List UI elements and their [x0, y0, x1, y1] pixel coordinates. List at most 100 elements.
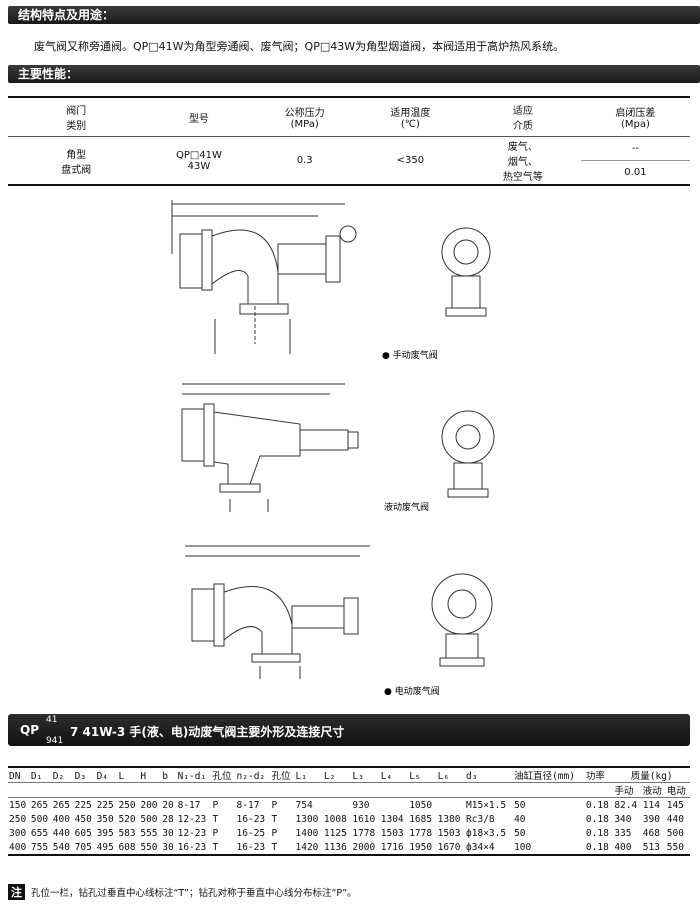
caption-electric: ● 电动废气阀: [384, 685, 440, 697]
table-cell: 583: [118, 827, 136, 839]
table-cell: 450: [74, 813, 92, 825]
table-cell: 0.18: [585, 827, 609, 839]
table-cell: 555: [140, 827, 158, 839]
table-cell: 500: [140, 813, 158, 825]
table-cell: 608: [118, 841, 136, 853]
dims-col-header: n₂-d₂: [235, 767, 271, 783]
manual-valve-side-view: [171, 200, 357, 354]
table-cell: 1050: [409, 799, 433, 811]
table-cell: 2000: [352, 841, 376, 853]
table-cell: 0.18: [585, 813, 609, 825]
caption-manual: ● 手动废气阀: [382, 349, 438, 361]
section-header-features: 结构特点及用途：: [8, 6, 700, 24]
table-cell: 605: [74, 827, 92, 839]
table-cell: P: [271, 799, 278, 811]
table-cell: 350: [96, 813, 114, 825]
table-cell: 440: [52, 827, 70, 839]
cell-temperature: <350: [396, 155, 425, 166]
table-cell: 1400: [295, 827, 319, 839]
table-cell: 1778: [352, 827, 376, 839]
intro-text: 废气阀又称旁通阀。QP□41W为角型旁通阀、废气阀；QP□43W为角型烟道阀，本…: [34, 40, 565, 53]
table-cell: 114: [642, 799, 660, 811]
dims-col-header: 质量(kg): [613, 767, 690, 783]
dims-col-header: H: [139, 767, 162, 783]
electric-valve-end-view: [431, 573, 493, 667]
table-cell: ф18×3.5: [466, 827, 507, 839]
dims-col-header: N₁-d₁: [176, 767, 212, 783]
table-cell: Rc3/8: [466, 813, 495, 825]
table-cell: 150: [9, 799, 27, 811]
table-cell: 16-23: [236, 813, 266, 825]
dims-col-header: b: [161, 767, 177, 783]
dims-col-header: D₄: [95, 767, 118, 783]
table-cell: 550: [140, 841, 158, 853]
table-cell: [380, 798, 408, 813]
note-text: 孔位一栏，钻孔过垂直中心线标注“T”；钻孔对称于垂直中心线分布标注“P”。: [31, 888, 357, 899]
dims-col-header: L₃: [351, 767, 380, 783]
table-cell: 1420: [295, 841, 319, 853]
col-header: 适应 介质: [464, 97, 581, 137]
dims-col-header: 孔位: [211, 767, 236, 783]
table-cell: 400: [9, 841, 27, 853]
table-cell: 1503: [437, 827, 461, 839]
cell-pressure: 0.3: [296, 155, 313, 166]
dims-col-header: L: [117, 767, 140, 783]
table-cell: P: [271, 827, 278, 839]
dims-col-header: L₁: [294, 767, 323, 783]
hydraulic-valve-end-view: [441, 410, 495, 498]
table-cell: 755: [30, 841, 49, 853]
table-cell: 705: [74, 841, 92, 853]
table-cell: T: [212, 841, 219, 853]
table-cell: 250: [9, 813, 27, 825]
table-cell: 16-25: [236, 827, 266, 839]
dims-col-header: D₃: [73, 767, 96, 783]
col-header: 适用温度 (℃): [355, 97, 465, 137]
table-cell: 930: [352, 799, 370, 811]
table-cell: 20: [162, 799, 174, 811]
table-cell: 1125: [323, 827, 347, 839]
table-cell: 1610: [352, 813, 376, 825]
table-cell: 754: [295, 799, 313, 811]
table-cell: 440: [666, 813, 684, 825]
table-cell: 16-23: [236, 841, 266, 853]
table-cell: 50: [514, 827, 526, 839]
table-cell: 400: [614, 841, 632, 853]
table-cell: 1503: [380, 827, 404, 839]
table-cell: 400: [52, 813, 70, 825]
mass-subheader: 电动: [665, 782, 690, 798]
table-cell: [437, 798, 465, 813]
title-rest: 7 41W-3 手(液、电)动废气阀主要外形及连接尺寸: [70, 725, 345, 739]
table-cell: 1778: [409, 827, 433, 839]
footnote: 注孔位一栏，钻孔过垂直中心线标注“T”；钻孔对称于垂直中心线分布标注“P”。: [8, 884, 357, 900]
table-cell: 50: [514, 799, 526, 811]
table-cell: 82.4: [614, 799, 638, 811]
col-header: 型号: [144, 97, 254, 137]
note-mark: 注: [8, 884, 25, 900]
cell-media: 废气、 烟气、 热空气等: [502, 142, 543, 183]
dims-col-header: L₄: [379, 767, 409, 783]
mass-subheader: 手动: [613, 782, 642, 798]
cell-model: QP□41W 43W: [175, 149, 222, 172]
table-cell: 1670: [437, 841, 461, 853]
dims-col-header: L₅: [408, 767, 437, 783]
dims-col-header: D₁: [29, 767, 52, 783]
table-cell: 8-17: [177, 799, 201, 811]
table-cell: 0.18: [585, 799, 609, 811]
table-cell: 550: [666, 841, 684, 853]
table-cell: 8-17: [236, 799, 260, 811]
table-cell: 1008: [323, 813, 347, 825]
dims-col-header: L₂: [322, 767, 352, 783]
dims-title-bar: QP 41 941 7 41W-3 手(液、电)动废气阀主要外形及连接尺寸: [8, 714, 690, 746]
table-cell: 495: [96, 841, 114, 853]
col-header: 公称压力 (MPa): [253, 97, 356, 137]
table-cell: M15×1.5: [466, 799, 507, 811]
performance-table: 阀门 类别 型号 公称压力 (MPa) 适用温度 (℃) 适应 介质 启闭压差 …: [8, 96, 690, 186]
table-cell: T: [271, 841, 278, 853]
title-prefix: QP: [20, 723, 39, 737]
table-cell: 265: [30, 799, 49, 811]
table-cell: 12-23: [177, 813, 207, 825]
table-cell: 655: [30, 827, 49, 839]
valve-drawings: ● 手动废气阀 液动废气阀 ● 电动废气阀: [171, 200, 495, 697]
